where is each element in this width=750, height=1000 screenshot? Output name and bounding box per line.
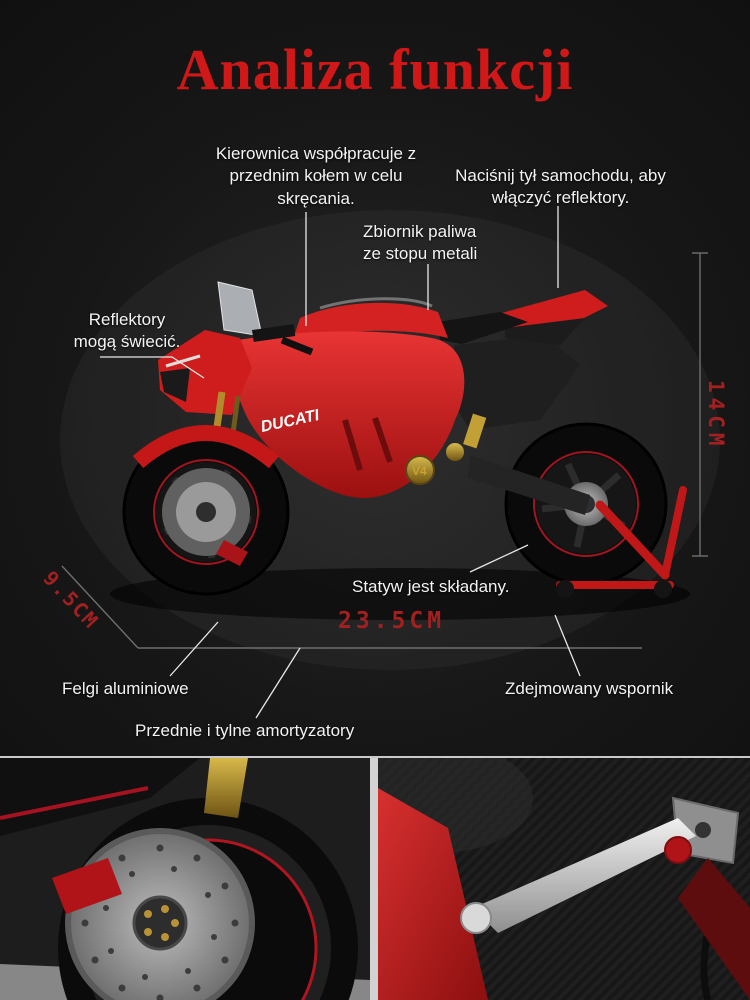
callout-line-stand xyxy=(469,544,529,573)
callout-line-shocks xyxy=(255,647,301,719)
callout-line-support xyxy=(554,614,581,677)
brake-lever-closeup xyxy=(378,758,750,1000)
fairing-edge-closeup xyxy=(378,788,488,1000)
front-wheel-closeup xyxy=(0,758,370,1000)
tail-fairing xyxy=(498,290,608,330)
callout-lines xyxy=(100,206,581,719)
front-fender xyxy=(132,425,280,469)
motorcycle-photo: DUCATI V4 xyxy=(122,281,687,598)
headlight xyxy=(165,354,201,368)
brake-caliper-closeup xyxy=(52,858,122,914)
dimension-height-label: 14CM xyxy=(704,380,728,451)
dimension-length-label: 23.5CM xyxy=(338,608,446,634)
brake-lever-blade xyxy=(473,818,696,933)
lever-ball-end xyxy=(460,902,492,934)
depth-dimension-line xyxy=(61,565,139,649)
callout-fuel-tank: Zbiornik paliwa ze stopu metali xyxy=(363,222,478,264)
side-fairing xyxy=(232,331,465,499)
callout-line-rims xyxy=(169,621,219,677)
detail-photo-brake-lever xyxy=(378,758,750,1000)
callout-line-headlights xyxy=(100,356,205,379)
callout-stand: Statyw jest składany. xyxy=(352,577,510,596)
engine-cover xyxy=(405,455,435,485)
seat xyxy=(438,312,528,344)
photo-divider xyxy=(370,758,378,1000)
main-scene: DUCATI V4 xyxy=(60,206,720,719)
page-title: Analiza funkcji xyxy=(176,37,574,102)
disc-drill-holes xyxy=(81,844,239,1000)
detail-photo-front-wheel xyxy=(0,758,370,1000)
handlebar-grip-closeup xyxy=(678,858,750,1000)
ground-shadow xyxy=(110,568,690,620)
wheel-hub-closeup xyxy=(132,895,188,951)
dimension-lines xyxy=(61,252,708,649)
model-badge-decal: V4 xyxy=(412,464,427,478)
callout-rims: Felgi aluminiowe xyxy=(62,679,189,698)
callout-handlebar: Kierownica współpracuje z przednim kołem… xyxy=(215,144,417,208)
callout-shock-absorbers: Przednie i tylne amortyzatory xyxy=(135,721,355,740)
red-adjuster-knob xyxy=(664,836,692,864)
paddock-stand xyxy=(556,486,687,598)
callout-rear-button: Naciśnij tył samochodu, aby włączyć refl… xyxy=(455,166,666,208)
detail-photo-row xyxy=(0,756,750,1000)
front-brake-caliper xyxy=(216,540,248,566)
callout-support: Zdejmowany wspornik xyxy=(505,679,674,698)
fork-tube-closeup xyxy=(204,758,248,818)
callout-headlights: Reflektory mogą świecić. xyxy=(73,310,181,352)
